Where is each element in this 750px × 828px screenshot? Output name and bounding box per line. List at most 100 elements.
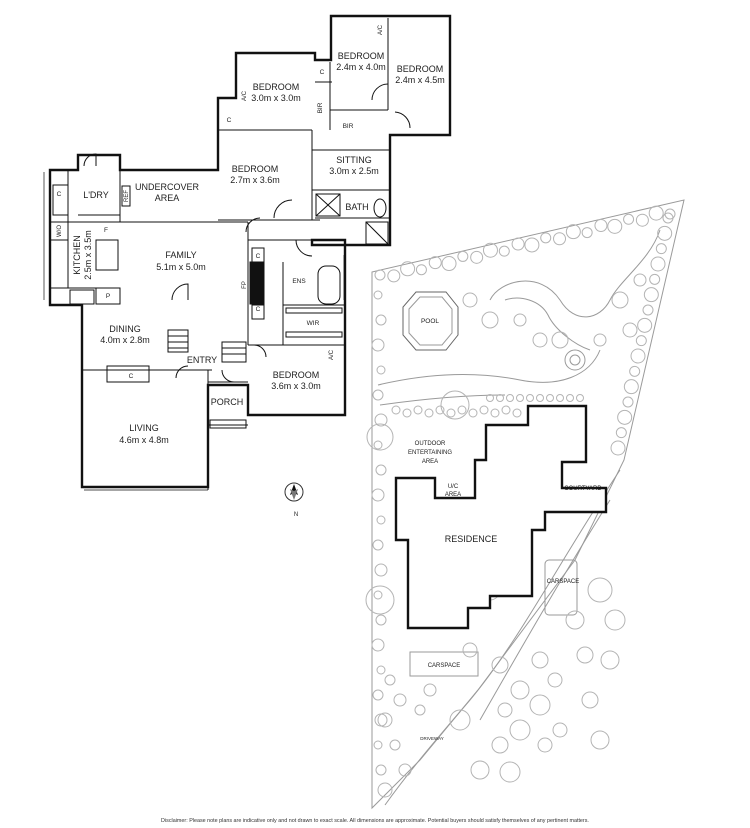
tree-icon <box>371 488 385 502</box>
tree-icon <box>486 394 494 402</box>
tree-icon <box>513 313 527 327</box>
tree-icon <box>600 650 620 670</box>
tree-icon <box>532 332 548 348</box>
tree-icon <box>373 590 383 600</box>
bedroom-e-dims: 3.6m x 3.0m <box>271 381 321 391</box>
tree-icon <box>491 656 509 674</box>
family-dims: 5.1m x 5.0m <box>156 262 206 272</box>
tree-icon <box>481 311 499 329</box>
bedroom-c-dims: 3.0m x 3.0m <box>251 93 301 103</box>
fp-label: FP <box>242 281 248 289</box>
site-plan <box>371 199 685 810</box>
tree-icon <box>400 261 416 277</box>
tree-icon <box>377 712 393 728</box>
tree-icon <box>565 610 585 630</box>
tree-icon <box>531 651 549 669</box>
tree-icon <box>552 722 568 738</box>
tree-icon <box>428 256 442 270</box>
driveway-curve <box>384 469 621 806</box>
carspace-outline-2 <box>544 559 578 616</box>
tree-icon <box>470 760 490 780</box>
path-curve-2 <box>379 394 506 406</box>
ac-label-1: A/C <box>378 24 384 35</box>
tree-icon <box>366 423 394 451</box>
bath-label: BATH <box>345 202 368 212</box>
bedroom-e-label: BEDROOM <box>273 370 320 380</box>
tree-icon <box>581 227 593 239</box>
tree-icon <box>657 225 673 241</box>
tree-icon <box>629 365 641 377</box>
living-dims: 4.6m x 4.8m <box>119 435 169 445</box>
bir-label-1: BIR <box>317 102 324 113</box>
tree-icon <box>462 292 478 308</box>
tree-icon <box>375 314 387 326</box>
laundry-label: L'DRY <box>83 190 109 200</box>
living-label: LIVING <box>129 423 159 433</box>
tree-icon <box>482 242 498 258</box>
tree-icon <box>594 218 608 232</box>
tree-icon <box>610 440 626 456</box>
outdoor-label-2: ENTERTAINING <box>408 450 452 456</box>
garden-path-2 <box>504 297 591 351</box>
disclaimer-text: Disclaimer: Please note plans are indica… <box>161 818 589 824</box>
fountain <box>564 349 586 371</box>
tree-icon <box>604 609 626 631</box>
tree-icon <box>496 394 504 402</box>
tree-icon <box>551 331 569 349</box>
sitting-label: SITTING <box>336 155 372 165</box>
tree-icon <box>536 394 544 402</box>
tree-icon <box>374 563 388 577</box>
carspace-box-1 <box>409 651 479 677</box>
tree-icon <box>391 405 401 415</box>
tree-icon <box>468 408 478 418</box>
garden-path <box>489 229 661 318</box>
tree-icon <box>374 269 386 281</box>
cupboard-label-5: C <box>256 306 261 313</box>
bedroom-d-label: BEDROOM <box>232 164 279 174</box>
tree-icon <box>449 709 471 731</box>
outdoor-label-1: OUTDOOR <box>415 441 446 447</box>
driveway-label: DRIVEWAY <box>420 736 444 741</box>
tree-icon <box>611 291 629 309</box>
tree-icon <box>587 577 613 603</box>
uc-label-2: AREA <box>445 492 461 498</box>
tree-icon <box>501 405 511 415</box>
tree-icon <box>398 763 412 777</box>
tree-icon <box>655 243 667 255</box>
tree-icon <box>375 614 387 626</box>
tree-icon <box>414 704 426 716</box>
undercover-label-1: UNDERCOVER <box>135 182 200 192</box>
residence-label: RESIDENCE <box>445 534 498 544</box>
entry-label: ENTRY <box>187 355 217 365</box>
tree-icon <box>462 642 478 658</box>
tree-icon <box>490 408 500 418</box>
tree-icon <box>372 689 384 701</box>
tree-icon <box>435 405 445 415</box>
tree-icon <box>402 408 412 418</box>
tree-icon <box>593 333 607 347</box>
porch-label: PORCH <box>211 397 244 407</box>
bir-label-2: BIR <box>343 123 354 130</box>
kitchen-dims: 2.5m x 3.5m <box>83 230 93 280</box>
tree-icon <box>498 245 510 257</box>
pool-label: POOL <box>421 318 439 325</box>
tree-icon <box>565 224 581 240</box>
tree-icon <box>372 389 384 401</box>
compass-icon <box>284 482 304 502</box>
tree-icon <box>377 782 393 798</box>
tree-icon <box>553 232 567 246</box>
tree-icon <box>512 408 522 418</box>
tree-icon <box>373 440 383 450</box>
tree-icon <box>524 237 540 253</box>
outdoor-label-3: AREA <box>422 459 438 465</box>
tree-icon <box>630 348 646 364</box>
tree-icon <box>376 515 386 525</box>
tree-icon <box>511 237 525 251</box>
tree-icon <box>499 761 521 783</box>
tree-icon <box>662 212 674 224</box>
tree-icon <box>423 683 437 697</box>
tree-icon <box>510 680 530 700</box>
ens-label: ENS <box>292 278 306 285</box>
bedroom-b-label: BEDROOM <box>397 64 444 74</box>
